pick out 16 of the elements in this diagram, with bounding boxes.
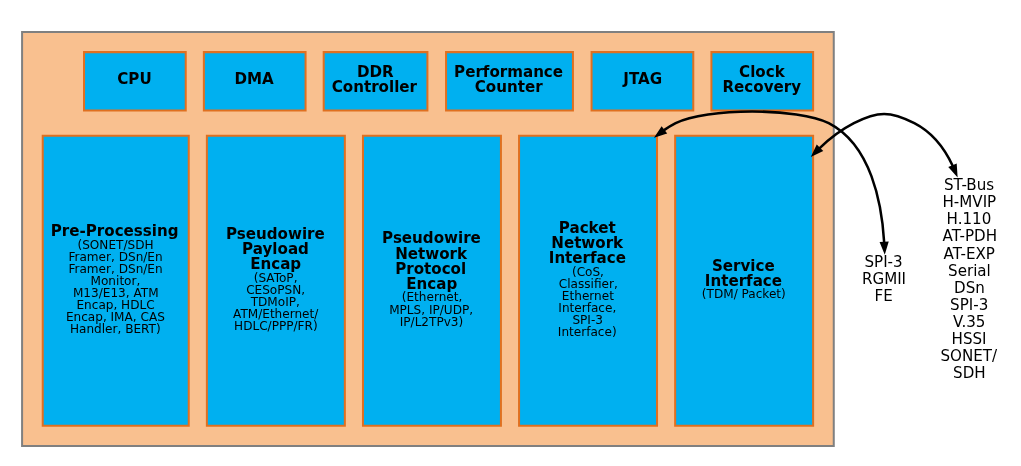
node-box: CPU	[83, 51, 187, 112]
node-box: Pre-Processing (SONET/SDH Framer, DSn/En Framer, DSn/En Monitor, M13/E13, ATM Encap, HDLC Encap, IMA, CAS Handler, BERT)	[41, 134, 190, 427]
node-box: Pseudowire Network Protocol Encap (Ethernet, MPLS, IP/UDP, IP/L2TPv3)	[361, 134, 502, 427]
node-box: Pseudowire Payload Encap (SAToP, CESoPSN, TDMoIP, ATM/Ethernet/ HDLC/PPP/FR)	[205, 134, 346, 427]
node-box: JTAG	[590, 51, 695, 112]
node-box: DMA	[202, 51, 307, 112]
node-box: DDR Controller	[322, 51, 429, 112]
cluster	[21, 31, 835, 447]
arrow	[810, 112, 958, 178]
node-box: Service Interface (TDM/ Packet)	[674, 134, 815, 427]
node-box: Packet Network Interface (CoS, Classifier, Ethernet Interface, SPI-3 Interface)	[518, 134, 659, 427]
node-box: Clock Recovery	[710, 51, 815, 112]
arrow	[653, 110, 889, 255]
node-text: ST-Bus H-MVIP H.110 AT-PDH AT-EXP Serial DSn SPI-3 V.35 HSSI SONET/ SDH	[940, 176, 998, 383]
node-box: Performance Counter	[445, 51, 574, 112]
node-text: SPI-3 RGMII FE	[861, 253, 907, 306]
